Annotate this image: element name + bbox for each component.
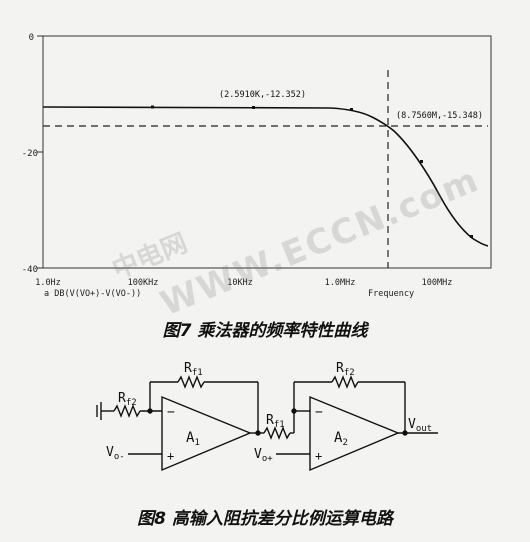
- x-tick-label-1mhz: 1.0MHz: [325, 278, 356, 288]
- figure8-caption: 图8 高输入阻抗差分比例运算电路: [137, 509, 393, 529]
- y-tick-label-0: 0: [29, 33, 34, 43]
- a2-label: A2: [334, 430, 348, 448]
- a1-minus-sign: −: [167, 405, 175, 420]
- a1-label: A1: [186, 430, 200, 448]
- resistor-rf1-top: [177, 375, 205, 389]
- junction-dot: [402, 430, 408, 436]
- a2-minus-sign: −: [315, 405, 323, 420]
- rf2-top-label: Rf2: [336, 361, 355, 378]
- response-curve: [42, 106, 489, 247]
- vout-label: Vout: [408, 417, 432, 434]
- curve-marker: [252, 106, 255, 109]
- cursor2-label: (8.7560M,-15.348): [396, 111, 483, 121]
- figure7-caption: 图7 乘法器的频率特性曲线: [162, 321, 368, 341]
- curve-marker: [151, 105, 154, 109]
- resistor-rf2-left: [113, 404, 141, 418]
- curve-marker: [420, 160, 423, 163]
- x-tick-label-1hz: 1.0Hz: [35, 278, 61, 288]
- rf1-mid-label: Rf1: [266, 413, 285, 430]
- y-tick-label-40: -40: [22, 265, 38, 275]
- curve-marker: [350, 108, 353, 111]
- x-tick-label-100khz: 100KHz: [128, 278, 159, 288]
- vo-plus-label: Vo+: [254, 447, 273, 464]
- vo-minus-label: Vo-: [106, 445, 125, 462]
- curve-marker: [470, 235, 473, 238]
- a2-plus-sign: +: [315, 449, 322, 463]
- resistor-rf1-mid: [263, 426, 291, 440]
- x-tick-label-100mhz: 100MHz: [422, 278, 453, 288]
- x-tick-label-10khz: 10KHz: [227, 278, 253, 288]
- rf2-left-label: Rf2: [118, 391, 137, 408]
- resistor-rf2-top: [331, 375, 359, 389]
- opamp-a1: [161, 395, 252, 472]
- y-tick-label-20: -20: [22, 149, 38, 159]
- junction-dot: [255, 430, 261, 436]
- cursor1-label: (2.5910K,-12.352): [219, 90, 306, 100]
- x-axis-title: Frequency: [368, 289, 414, 299]
- rf1-top-label: Rf1: [184, 361, 203, 378]
- plot-frame: [42, 35, 492, 269]
- curve-markers: [151, 105, 473, 238]
- a1-plus-sign: +: [167, 449, 174, 463]
- differential-amplifier-circuit: − + − + A1 A2 Rf2 Rf1 Rf1 Rf2 Vo- Vo+ Vo…: [96, 361, 438, 472]
- opamp-a2: [309, 395, 400, 472]
- frequency-response-chart: 0 -20 -40 1.0Hz 100KHz 10KHz 1.0MHz 100M…: [22, 33, 492, 299]
- trace-label: a DB(V(VO+)-V(VO-)): [44, 289, 141, 299]
